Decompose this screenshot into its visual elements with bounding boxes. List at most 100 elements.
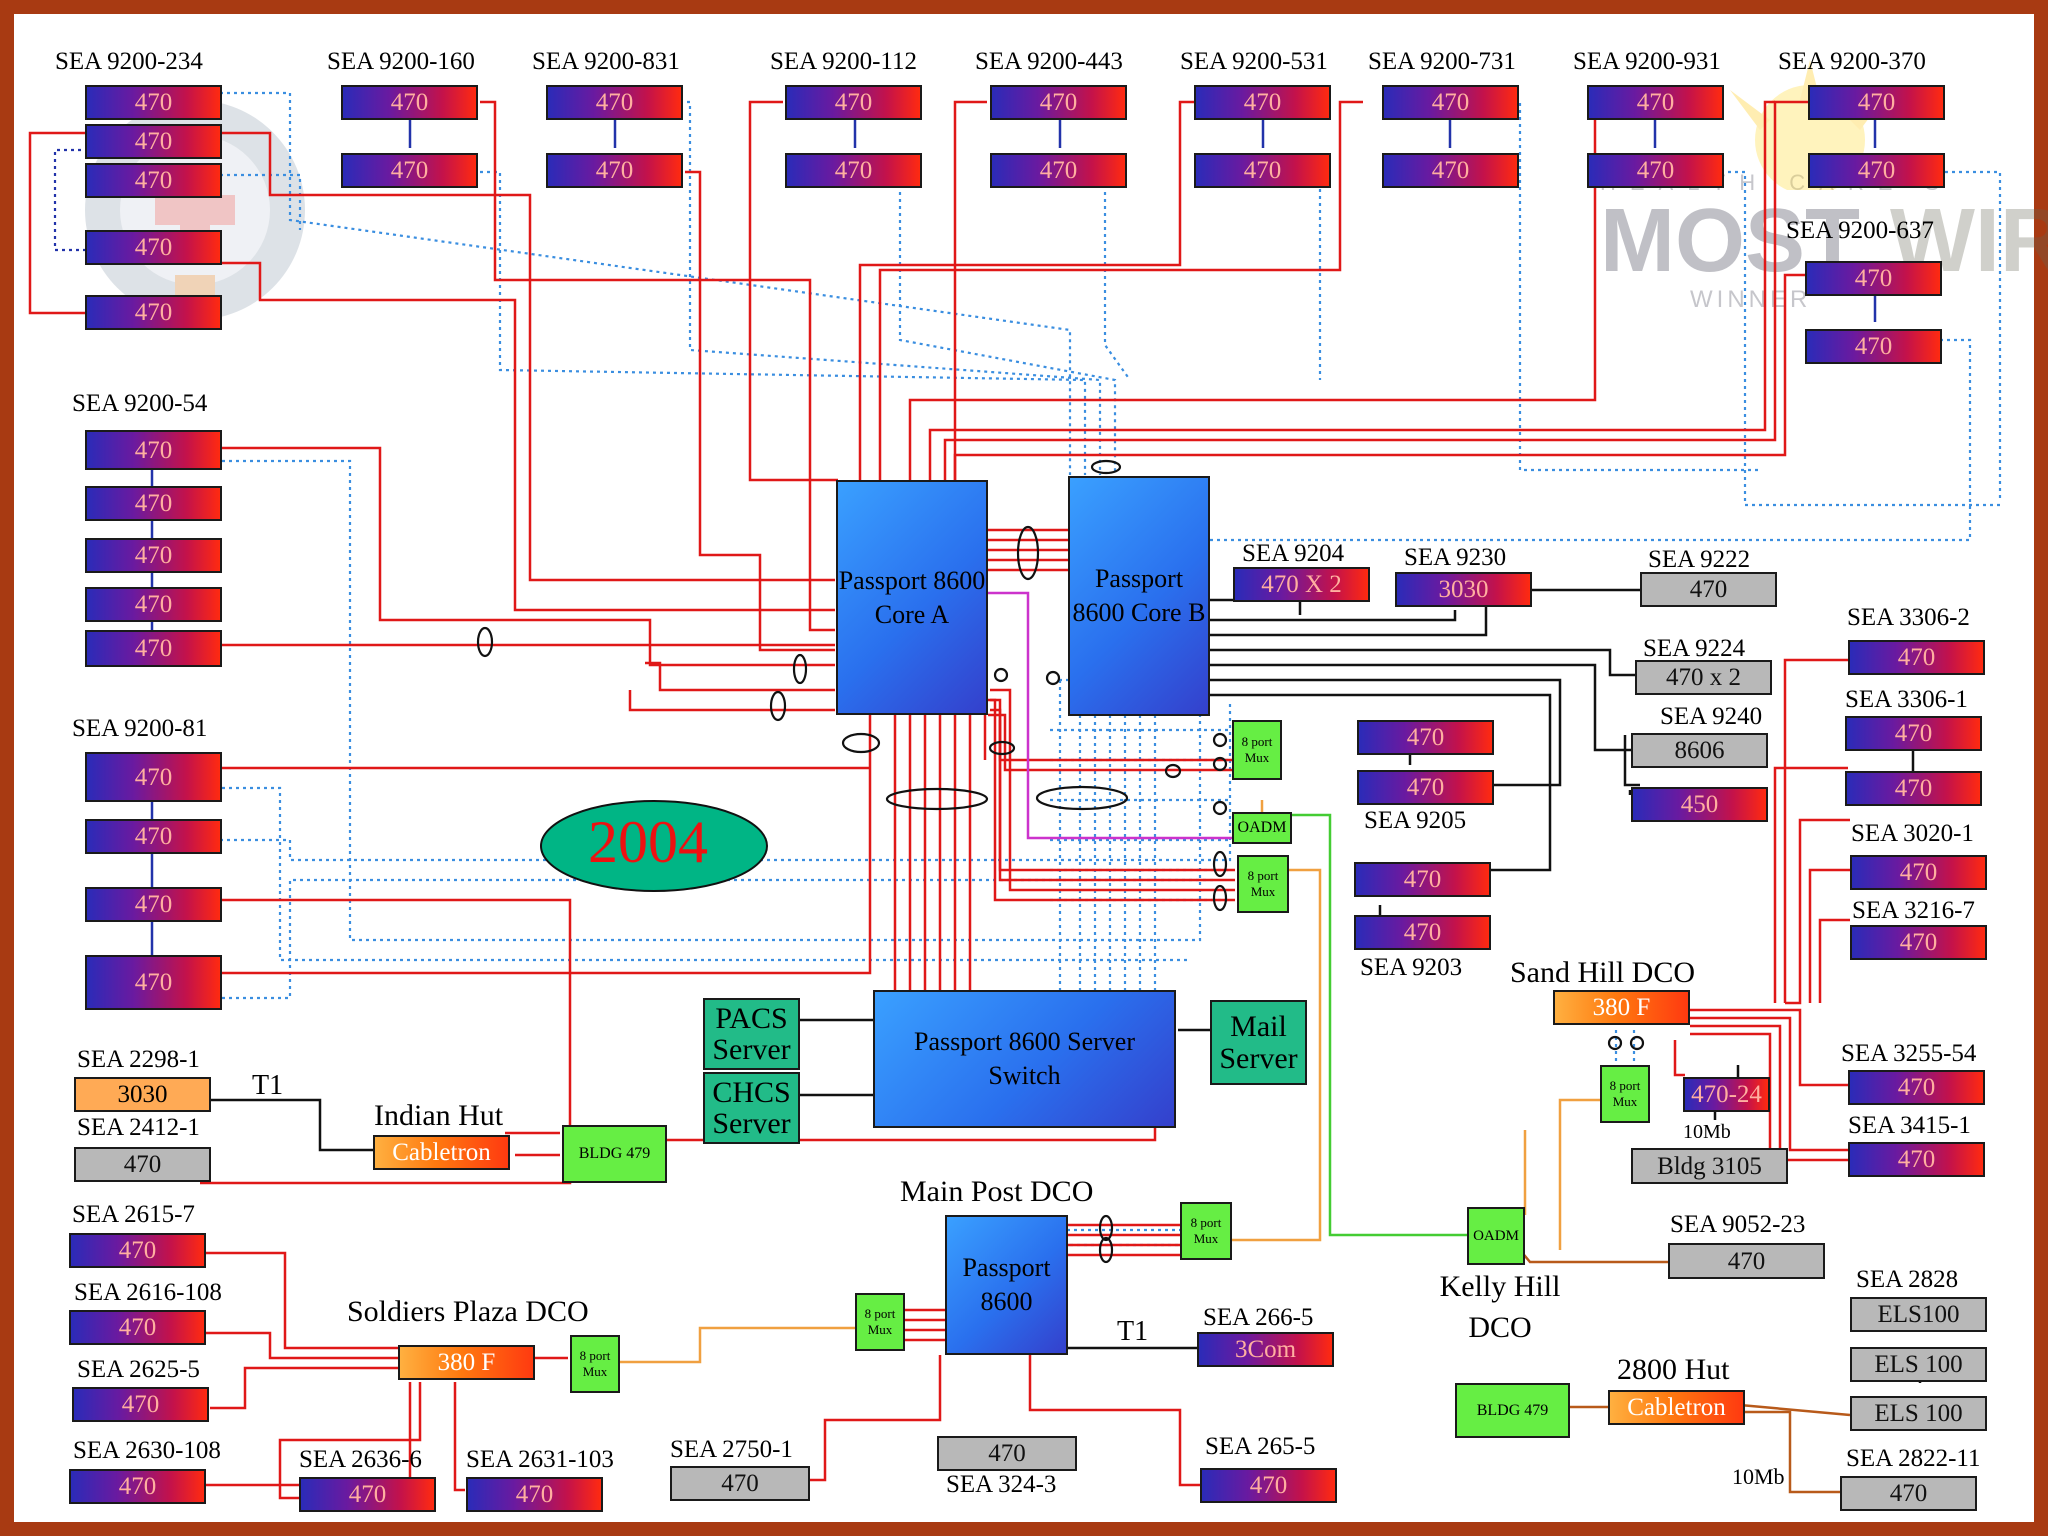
switch-470[interactable]: 470: [1850, 855, 1987, 890]
switch-470[interactable]: 470: [1354, 915, 1491, 950]
bldg-3105[interactable]: Bldg 3105: [1631, 1148, 1788, 1184]
bldg-479[interactable]: BLDG 479: [562, 1125, 667, 1183]
switch-470[interactable]: 470: [1354, 862, 1491, 897]
switch-470[interactable]: 470: [299, 1477, 436, 1512]
label-sea-2630-108: SEA 2630-108: [73, 1437, 221, 1464]
switch-470[interactable]: 470: [1850, 925, 1987, 960]
switch-470[interactable]: 470: [1382, 85, 1519, 120]
switch-470[interactable]: 470: [1845, 771, 1982, 806]
switch-470[interactable]: 470: [85, 163, 222, 198]
label-sea-2412-1: SEA 2412-1: [77, 1114, 200, 1141]
passport-main-post[interactable]: Passport 8600: [945, 1215, 1068, 1355]
switch-3030[interactable]: 3030: [74, 1077, 211, 1112]
switch-470[interactable]: 470: [1805, 261, 1942, 296]
switch-470[interactable]: 470: [1587, 85, 1724, 120]
mux-8port[interactable]: 8 port Mux: [1600, 1065, 1650, 1123]
switch-470[interactable]: 470: [85, 295, 222, 330]
switch-470[interactable]: 470: [1808, 153, 1945, 188]
switch-470[interactable]: 470: [785, 153, 922, 188]
switch-470[interactable]: 470: [546, 153, 683, 188]
switch-470[interactable]: 470: [85, 955, 222, 1010]
switch-380f[interactable]: 380 F: [1553, 990, 1690, 1025]
label-sea-9200-234: SEA 9200-234: [55, 48, 203, 75]
switch-470[interactable]: 470: [1848, 1070, 1985, 1105]
switch-470[interactable]: 470: [85, 819, 222, 854]
switch-470[interactable]: 470: [85, 630, 222, 667]
switch-470[interactable]: 470: [1382, 153, 1519, 188]
switch-8606[interactable]: 8606: [1631, 733, 1768, 768]
switch-470[interactable]: 470: [1194, 85, 1331, 120]
els100-switch[interactable]: ELS100: [1850, 1297, 1987, 1332]
mux-8port[interactable]: 8 port Mux: [1237, 855, 1289, 913]
switch-470-gray[interactable]: 470: [1840, 1476, 1977, 1511]
switch-470[interactable]: 470: [1357, 720, 1494, 755]
label-sea-9200-443: SEA 9200-443: [975, 48, 1123, 75]
els100-switch[interactable]: ELS 100: [1850, 1347, 1987, 1382]
passport-server-switch[interactable]: Passport 8600 Server Switch: [873, 990, 1176, 1128]
switch-470[interactable]: 470: [466, 1477, 603, 1512]
switch-470[interactable]: 470: [1848, 1142, 1985, 1177]
switch-470[interactable]: 470: [85, 85, 222, 120]
switch-470[interactable]: 470: [1200, 1468, 1337, 1503]
label-sea-9200-637: SEA 9200-637: [1786, 217, 1934, 244]
switch-470x2[interactable]: 470 X 2: [1233, 567, 1370, 602]
switch-470x2-gray[interactable]: 470 x 2: [1635, 660, 1772, 695]
switch-470[interactable]: 470: [341, 153, 478, 188]
oadm[interactable]: OADM: [1467, 1207, 1525, 1265]
label-sea-3020-1: SEA 3020-1: [1851, 820, 1974, 847]
mux-8port[interactable]: 8 port Mux: [1180, 1202, 1232, 1260]
switch-470[interactable]: 470: [72, 1387, 209, 1422]
switch-470[interactable]: 470: [1805, 329, 1942, 364]
pacs-server[interactable]: PACS Server: [703, 998, 800, 1070]
switch-470-gray[interactable]: 470: [1668, 1243, 1825, 1279]
cabletron[interactable]: Cabletron: [373, 1135, 510, 1170]
els100-switch[interactable]: ELS 100: [1850, 1396, 1987, 1431]
label-indian-hut: Indian Hut: [374, 1099, 504, 1132]
switch-470[interactable]: 470: [990, 153, 1127, 188]
label-sand-hill-dco: Sand Hill DCO: [1510, 956, 1696, 989]
switch-470[interactable]: 470: [990, 85, 1127, 120]
switch-470[interactable]: 470: [1357, 770, 1494, 805]
switch-450[interactable]: 450: [1631, 787, 1768, 822]
switch-470[interactable]: 470: [85, 486, 222, 521]
switch-470[interactable]: 470: [85, 752, 222, 802]
switch-470[interactable]: 470: [69, 1310, 206, 1345]
switch-380f[interactable]: 380 F: [398, 1345, 535, 1380]
mux-8port[interactable]: 8 port Mux: [855, 1293, 905, 1351]
switch-470-gray[interactable]: 470: [74, 1147, 211, 1182]
switch-470[interactable]: 470: [69, 1469, 206, 1504]
switch-3030[interactable]: 3030: [1395, 572, 1532, 607]
passport-core-a[interactable]: Passport 8600 Core A: [836, 480, 988, 715]
switch-470[interactable]: 470: [85, 887, 222, 922]
switch-470[interactable]: 470: [1587, 153, 1724, 188]
switch-470[interactable]: 470: [1808, 85, 1945, 120]
chcs-server[interactable]: CHCS Server: [703, 1072, 800, 1144]
switch-470-24[interactable]: 470-24: [1683, 1077, 1770, 1112]
switch-470[interactable]: 470: [85, 230, 222, 265]
switch-470[interactable]: 470: [85, 538, 222, 573]
switch-470[interactable]: 470: [69, 1233, 206, 1268]
switch-470[interactable]: 470: [1848, 640, 1985, 675]
switch-470[interactable]: 470: [546, 85, 683, 120]
switch-470[interactable]: 470: [1194, 153, 1331, 188]
switch-470-gray[interactable]: 470: [670, 1466, 810, 1501]
mail-server[interactable]: Mail Server: [1210, 1000, 1307, 1085]
switch-470-gray[interactable]: 470: [1640, 572, 1777, 607]
cabletron[interactable]: Cabletron: [1608, 1390, 1745, 1425]
switch-3com[interactable]: 3Com: [1197, 1332, 1334, 1367]
switch-470[interactable]: 470: [85, 430, 222, 470]
label-sea-2822-11: SEA 2822-11: [1846, 1445, 1981, 1472]
switch-470[interactable]: 470: [85, 124, 222, 159]
year-badge: 2004: [588, 809, 708, 875]
oadm[interactable]: OADM: [1232, 812, 1292, 844]
switch-470-gray[interactable]: 470: [937, 1436, 1077, 1471]
switch-470[interactable]: 470: [341, 85, 478, 120]
switch-470[interactable]: 470: [85, 587, 222, 622]
switch-470[interactable]: 470: [785, 85, 922, 120]
bldg-479[interactable]: BLDG 479: [1455, 1383, 1570, 1438]
mux-8port[interactable]: 8 port Mux: [1232, 720, 1282, 780]
passport-core-b[interactable]: Passport 8600 Core B: [1068, 476, 1210, 716]
switch-470[interactable]: 470: [1845, 716, 1982, 751]
mux-8port[interactable]: 8 port Mux: [570, 1335, 620, 1393]
copper-links: [28, 100, 1850, 1500]
